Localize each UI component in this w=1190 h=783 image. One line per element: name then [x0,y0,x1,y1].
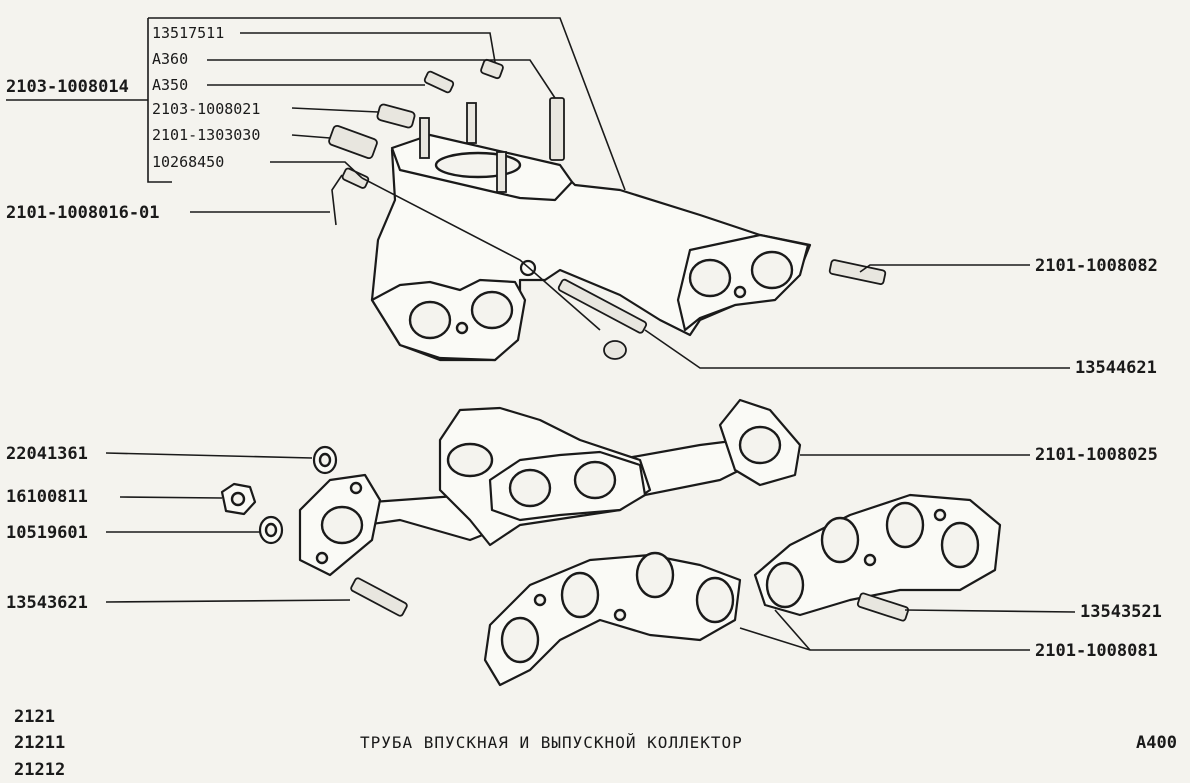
page-title: ТРУБА ВПУСКНАЯ И ВЫПУСКНОЙ КОЛЛЕКТОР [360,733,743,752]
label-a350: A350 [152,76,188,94]
leader-lines [6,17,1076,651]
loose-parts-top [328,58,887,360]
model-code-3: 21212 [14,760,65,780]
loose-parts-bottom-left [220,445,408,617]
exhaust-manifold [298,398,802,577]
label-assembly-main: 2103-1008014 [6,77,129,97]
model-code-1: 2121 [14,707,55,727]
label-2101-1008016-01: 2101-1008016-01 [6,203,160,223]
model-code-2: 21211 [14,733,65,753]
label-2101-1303030: 2101-1303030 [152,126,260,144]
intake-manifold [370,102,812,362]
label-2101-1008025: 2101-1008025 [1035,445,1158,465]
label-13544621: 13544621 [1075,358,1157,378]
gaskets [483,493,1002,687]
label-10519601: 10519601 [6,523,88,543]
label-a360: A360 [152,50,188,68]
label-16100811: 16100811 [6,487,88,507]
label-13517511: 13517511 [152,24,224,42]
label-13543621: 13543621 [6,593,88,613]
label-2101-1008081: 2101-1008081 [1035,641,1158,661]
label-13543521: 13543521 [1080,602,1162,622]
label-10268450: 10268450 [152,153,224,171]
label-2101-1008082: 2101-1008082 [1035,256,1158,276]
label-2103-1008021: 2103-1008021 [152,100,260,118]
part-labels: 2103-1008014 13517511 A360 A350 2103-100… [6,24,1162,661]
page-code: A400 [1136,733,1177,753]
label-22041361: 22041361 [6,444,88,464]
footer: 2121 21211 21212 ТРУБА ВПУСКНАЯ И ВЫПУСК… [14,707,1177,780]
